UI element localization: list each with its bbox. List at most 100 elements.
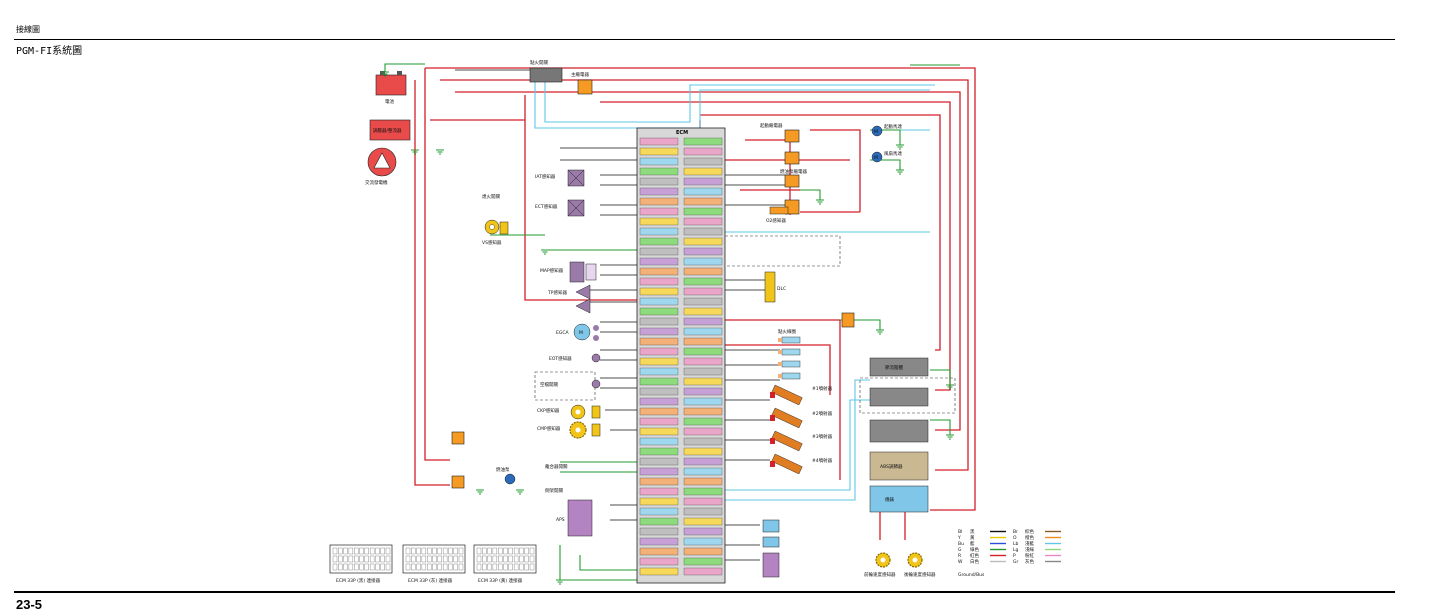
legend-code: Lg — [1013, 547, 1019, 553]
alternator-label: 交流發電機 — [365, 179, 388, 186]
fuel-pump-label: 燃油泵 — [496, 466, 510, 473]
ecm-pin-cell — [683, 197, 723, 206]
ecm-pin-cell — [683, 287, 723, 296]
legend-code: Bl — [958, 529, 962, 535]
connector-pin — [364, 563, 369, 571]
throttle-body-label: 節流閥體 — [885, 364, 903, 371]
connector-pin — [416, 555, 421, 563]
ecm-pin-cell — [683, 147, 723, 156]
connector-pin — [411, 547, 416, 555]
ecm-pin-cell — [639, 407, 679, 416]
fan-motor-label: 風扇馬達 — [884, 150, 902, 157]
ecm-pin-cell — [639, 157, 679, 166]
ecm-pin-cell — [683, 137, 723, 146]
connector-pin — [359, 555, 364, 563]
ecm-pin-cell — [683, 367, 723, 376]
battery: 電池 — [375, 71, 407, 105]
injector-3-label: #3噴射器 — [812, 433, 833, 440]
legend-color-name: 橙色 — [1025, 534, 1034, 541]
ignition-switch: 點火開關 — [529, 59, 563, 83]
ecm-pin-cell — [639, 427, 679, 436]
ecm-pin-cell — [639, 277, 679, 286]
ecm-pin-cell — [639, 517, 679, 526]
ecm-pin-cell — [683, 447, 723, 456]
starter-relay: 起動繼電器 — [760, 122, 800, 165]
connector-pin — [405, 563, 411, 571]
direct-coil — [781, 372, 801, 380]
connector-pin — [492, 555, 498, 563]
vs-sensor: VS感知器 — [482, 219, 509, 246]
ecm-pin-cell — [639, 547, 679, 556]
connector-pin — [513, 555, 519, 563]
ecm-pin-cell — [639, 527, 679, 536]
cmp-sensor: CMP感知器 — [537, 421, 601, 439]
ecm-pin-cell — [683, 267, 723, 276]
connector-pin — [487, 563, 492, 571]
aux-relay-right — [451, 312, 855, 489]
connector-pin — [432, 547, 437, 555]
connector-pin — [427, 547, 432, 555]
connector-pin — [487, 547, 492, 555]
ecm-pin-cell — [639, 317, 679, 326]
connector-pin — [458, 547, 464, 555]
ecm-pin-cell — [683, 487, 723, 496]
starter-motor: M 起動馬達 — [871, 123, 902, 137]
connector-pin — [508, 563, 513, 571]
connector-pin — [482, 555, 487, 563]
neutral-switch: 空檔開關 — [540, 379, 601, 389]
ecm-pin-cell — [683, 417, 723, 426]
connector-labels: ECM 33P (黑) 連接器 ECM 33P (灰) 連接器 ECM 33P … — [336, 577, 523, 584]
ecm-pin-cell — [639, 207, 679, 216]
connector-pin — [503, 547, 508, 555]
connector-pin — [359, 563, 364, 571]
connector-pin — [338, 547, 343, 555]
ecm-pin-cell — [683, 207, 723, 216]
meter-unit: 儀錶 — [869, 485, 929, 513]
ecm-pin-cell — [683, 227, 723, 236]
alternator: 交流發電機 — [365, 147, 397, 186]
fuel-pump-relay: 燃油泵繼電器 — [780, 168, 807, 215]
misc-units: 離合器開關 側架開關 熄火開關 — [482, 193, 780, 578]
legend-code: O — [1013, 535, 1017, 541]
connector-pin — [332, 547, 338, 555]
ecm-pin-cell — [683, 527, 723, 536]
connector-pin — [476, 563, 482, 571]
black-wiring — [455, 69, 790, 561]
dlc-label: DLC — [777, 286, 786, 292]
connector-pin — [411, 555, 416, 563]
iat-sensor: IAT感知器 — [535, 169, 585, 187]
ecm-pin-cell — [639, 247, 679, 256]
legend-code: P — [1013, 553, 1016, 559]
connector-pin — [343, 547, 348, 555]
ecm-pin-cell — [639, 177, 679, 186]
vs-sensor-label: VS感知器 — [482, 239, 502, 246]
fuel-pump: 燃油泵 — [496, 466, 516, 485]
connector-pin — [498, 547, 503, 555]
ecm-pin-cell — [639, 357, 679, 366]
legend-color-name: 綠色 — [970, 546, 979, 553]
ecm-pin-cell — [683, 507, 723, 516]
ecm-pin-cell — [639, 267, 679, 276]
tp-sensor: TP感知器 — [547, 284, 591, 314]
connector-pin — [448, 555, 453, 563]
connector-pin — [416, 547, 421, 555]
connector-pin — [375, 555, 380, 563]
connector-pin — [442, 563, 448, 571]
regulator-rectifier: 調壓器/整流器 — [369, 119, 411, 141]
injector-1-label: #1噴射器 — [812, 385, 833, 392]
ecm-pin-cell — [683, 567, 723, 576]
connector-pin — [513, 563, 519, 571]
connector-pin — [364, 555, 369, 563]
ecm-pin-cell — [683, 467, 723, 476]
connector-pin — [375, 563, 380, 571]
ecm-pin-cell — [683, 297, 723, 306]
ecm-pin-cell — [683, 357, 723, 366]
connector-pin — [348, 563, 354, 571]
ecm-connector-a-label: ECM 33P (黑) 連接器 — [336, 577, 381, 584]
ecm-pin-cell — [639, 147, 679, 156]
connector-pin — [385, 555, 391, 563]
ecm-pin-cell — [683, 337, 723, 346]
o2-sensor: O2感知器 — [766, 206, 789, 224]
ecm-pin-cell — [639, 447, 679, 456]
ecm-pin-cell — [639, 297, 679, 306]
